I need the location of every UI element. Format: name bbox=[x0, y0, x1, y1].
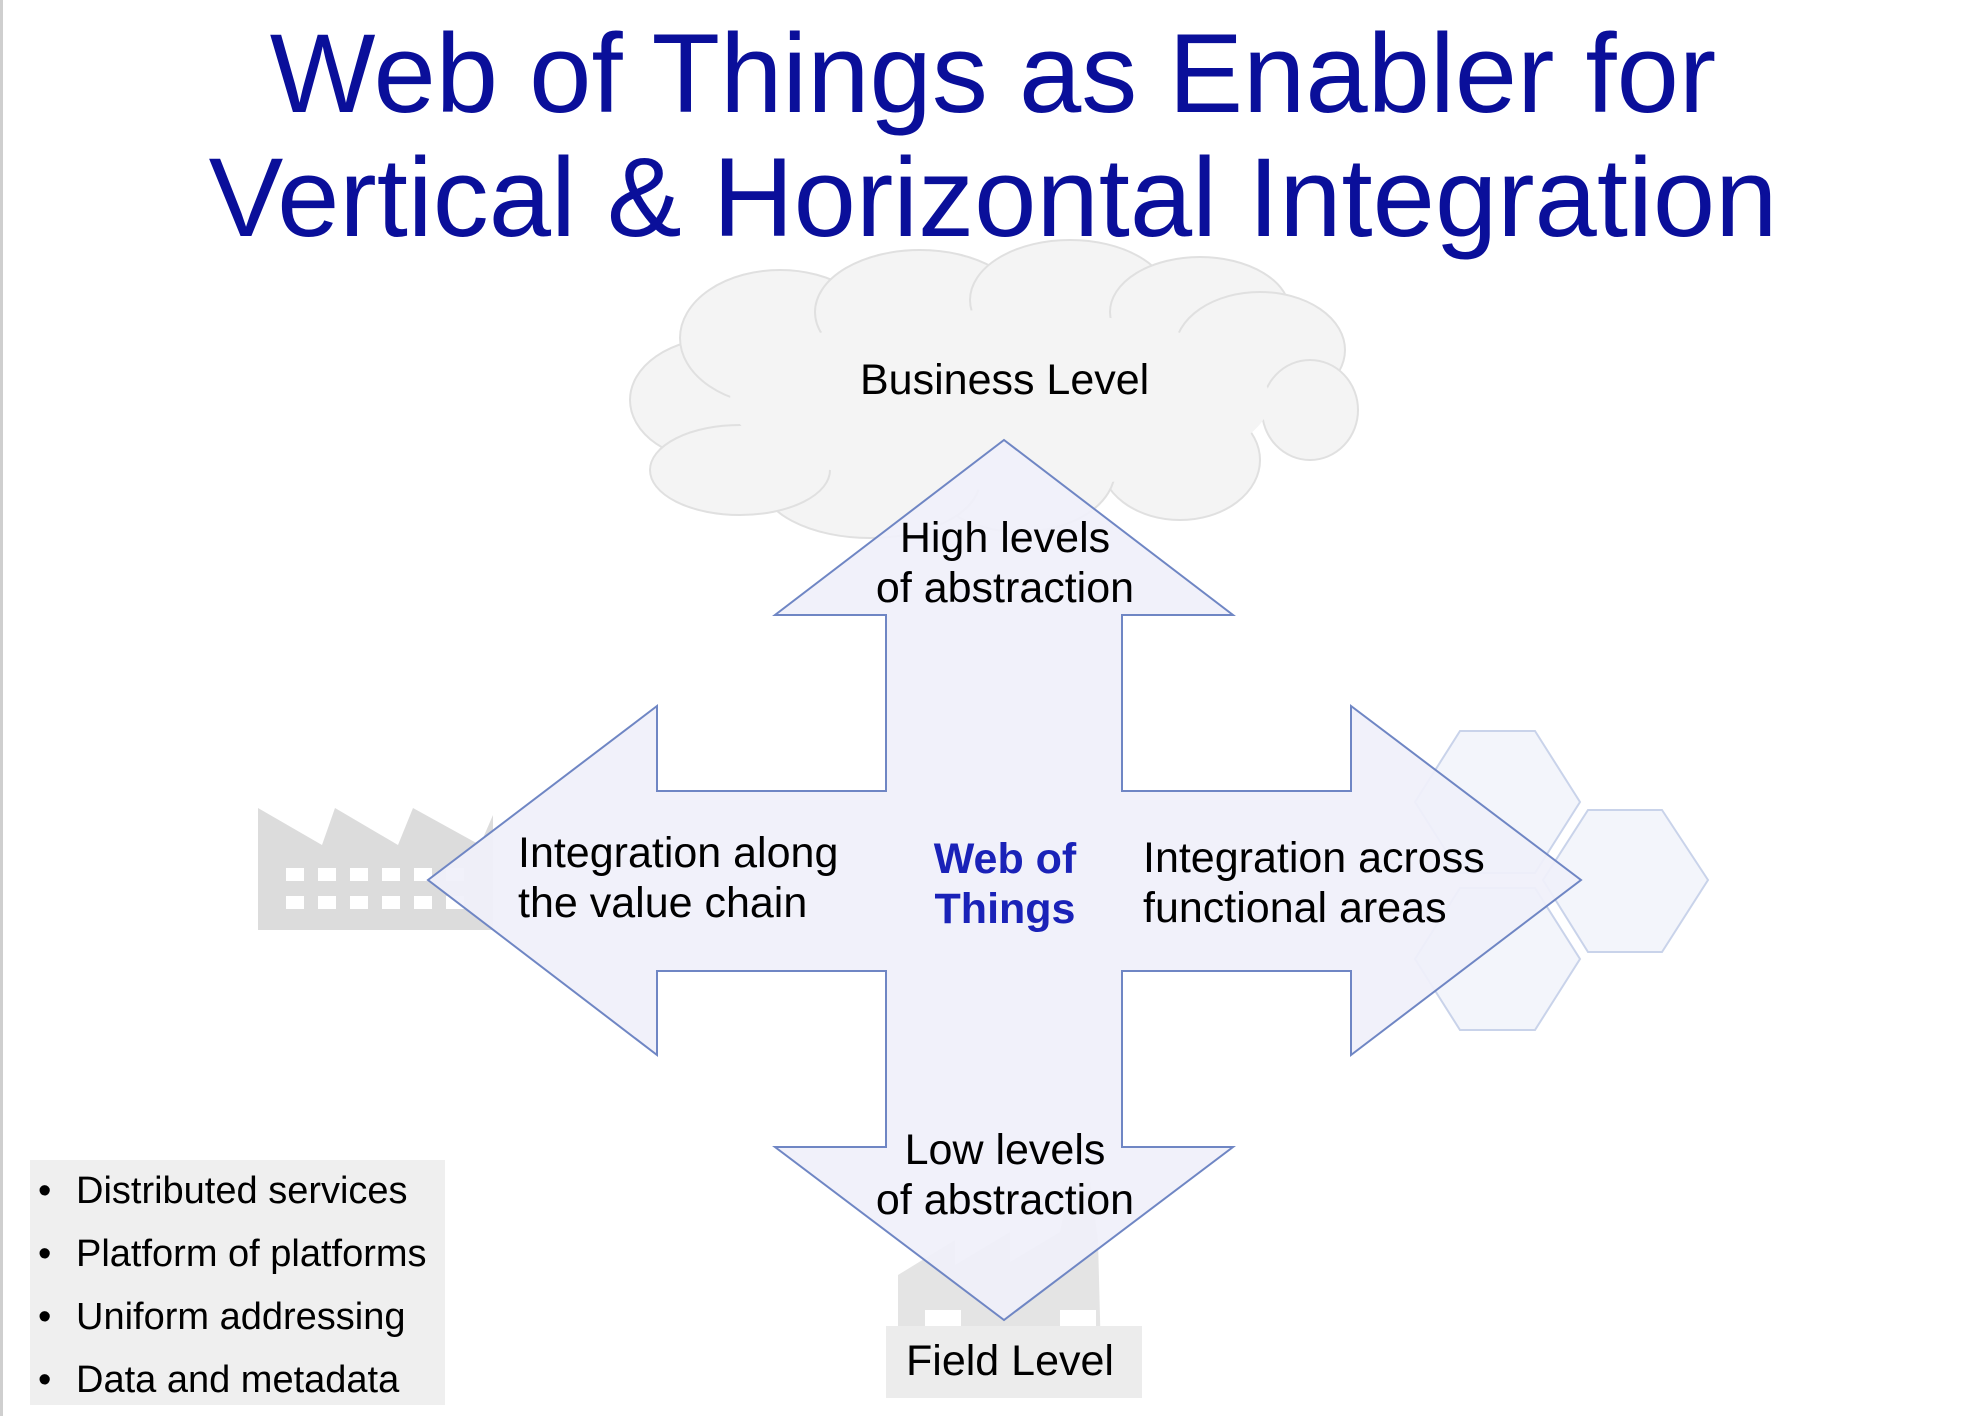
left-arrow-label-line-1: Integration along bbox=[518, 829, 839, 877]
left-arrow-label: Integration along the value chain bbox=[518, 828, 838, 928]
slide-title: Web of Things as Enabler for Vertical & … bbox=[0, 12, 1986, 260]
down-arrow-label-line-1: Low levels bbox=[904, 1126, 1106, 1174]
title-line-2: Vertical & Horizontal Integration bbox=[208, 135, 1778, 260]
bullet-item: Distributed services bbox=[30, 1160, 445, 1223]
bullet-item: Data and metadata bbox=[30, 1349, 445, 1412]
up-arrow-label-line-2: of abstraction bbox=[875, 564, 1135, 612]
down-arrow-label-line-2: of abstraction bbox=[875, 1176, 1135, 1224]
slide-left-edge bbox=[0, 0, 3, 1416]
bullet-item: Uniform addressing bbox=[30, 1286, 445, 1349]
hexagon-cluster-icon bbox=[1413, 730, 1710, 1031]
web-of-things-label: Web of Things bbox=[905, 834, 1105, 934]
feature-bullet-list: Distributed services Platform of platfor… bbox=[30, 1160, 445, 1412]
field-level-label: Field Level bbox=[906, 1337, 1114, 1385]
up-arrow-label-line-1: High levels bbox=[899, 514, 1111, 562]
four-way-arrow bbox=[426, 438, 1583, 1322]
web-of-things-label-line-1: Web of bbox=[933, 835, 1077, 883]
right-arrow-label-line-1: Integration across bbox=[1143, 834, 1485, 882]
down-arrow-label: Low levels of abstraction bbox=[860, 1125, 1150, 1225]
up-arrow-label: High levels of abstraction bbox=[860, 513, 1150, 613]
right-arrow-label-line-2: functional areas bbox=[1143, 884, 1447, 932]
right-arrow-label: Integration across functional areas bbox=[1143, 833, 1485, 933]
business-level-label: Business Level bbox=[860, 356, 1150, 404]
left-arrow-label-line-2: the value chain bbox=[518, 879, 808, 927]
title-line-1: Web of Things as Enabler for bbox=[269, 11, 1717, 136]
bullet-item: Platform of platforms bbox=[30, 1223, 445, 1286]
factory-icon bbox=[258, 808, 493, 930]
web-of-things-label-line-2: Things bbox=[934, 885, 1076, 933]
field-level-box bbox=[886, 1326, 1142, 1398]
